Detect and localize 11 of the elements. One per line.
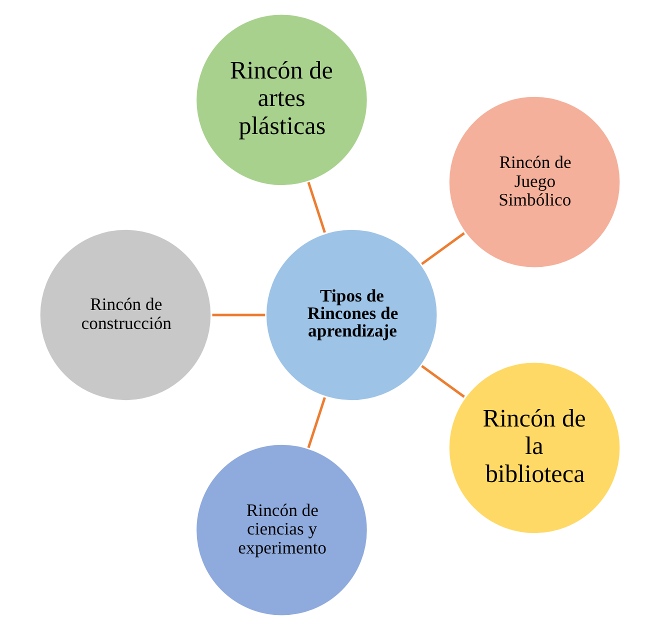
connector (306, 182, 326, 233)
node-circle: Rincón de ciencias y experimento (194, 442, 369, 618)
node-circle: Tipos de Rincones de aprendizaje (263, 227, 439, 403)
node-circle: Rincón de Juego Simbólico (446, 94, 622, 270)
connector (212, 314, 265, 316)
node-circle: Rincón de construcción (37, 227, 213, 403)
connector (306, 397, 326, 448)
connector (420, 232, 464, 266)
connector (420, 364, 464, 398)
node-circle: Rincón de artes plásticas (194, 12, 369, 188)
node-circle: Rincón de la biblioteca (446, 360, 622, 536)
